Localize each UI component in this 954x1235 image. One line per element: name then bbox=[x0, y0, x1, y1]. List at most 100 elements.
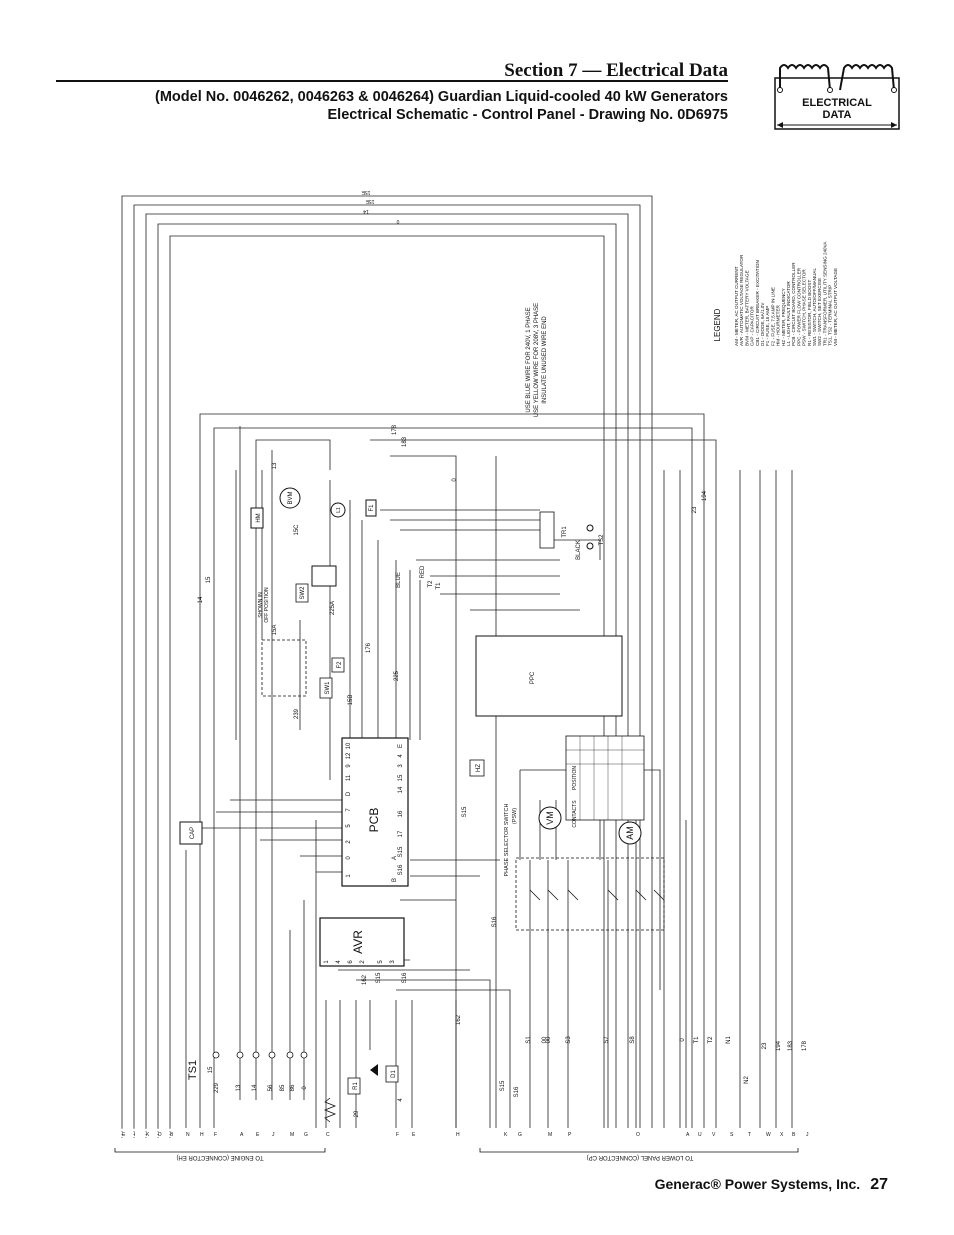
top-label-6: 23 bbox=[692, 506, 698, 513]
cp-wire-s16: S16 bbox=[514, 1086, 520, 1097]
wire-label-183: 183 bbox=[402, 436, 408, 447]
pcb-pin-14: 14 bbox=[398, 786, 404, 793]
pcb-pin-b: B bbox=[392, 878, 398, 882]
cap-label: CAP bbox=[190, 827, 196, 839]
legend-entry: AVR - AUTOMATIC VOLTAGE REGULATOR bbox=[739, 254, 744, 346]
logo-line-1: ELECTRICAL bbox=[802, 97, 872, 109]
pcb-pin-15: 15 bbox=[398, 774, 404, 781]
wire-label-4: 4 bbox=[398, 1098, 404, 1102]
wire-label-176: 176 bbox=[366, 642, 372, 653]
legend-entry: HM - HOURMETER bbox=[776, 304, 781, 346]
eh-pin-3: K bbox=[146, 1132, 150, 1138]
f2-label: F2 bbox=[337, 661, 343, 669]
eh-pin-7: H bbox=[200, 1132, 204, 1138]
ts1-wire-85: 85 bbox=[280, 1084, 286, 1091]
cp-pin-14: B bbox=[792, 1132, 796, 1138]
avr-label: AVR bbox=[351, 930, 365, 954]
pcb-pin-5: 5 bbox=[346, 824, 352, 828]
ts1-wire-56: 56 bbox=[268, 1084, 274, 1091]
cp-wire-00: 00 bbox=[546, 1036, 552, 1043]
vm-label: VM bbox=[545, 811, 555, 825]
avr-pin-3: 3 bbox=[390, 960, 396, 964]
wire-note-1: USE BLUE WIRE FOR 240V, 1 PHASE bbox=[526, 307, 532, 412]
cp-wire-s3: S3 bbox=[566, 1036, 572, 1044]
wire-label-15c: 15C bbox=[294, 524, 300, 536]
cp-pin-8: U bbox=[698, 1132, 702, 1138]
cp-pin-2: K bbox=[504, 1132, 508, 1138]
legend-entry: PPC - POWER FLOW CONTROLLER bbox=[796, 267, 801, 346]
section-title: Section 7 — Electrical Data bbox=[504, 60, 728, 81]
avr-pin-1: 1 bbox=[324, 960, 330, 964]
top-label-3: 14 bbox=[363, 208, 369, 214]
eh-pin-16: E bbox=[412, 1132, 416, 1138]
pcb-pin-4: 4 bbox=[398, 754, 404, 758]
legend-entry: HZ - METER, FREQUENCY bbox=[781, 288, 786, 346]
avr-pin-5: 5 bbox=[378, 960, 384, 964]
cp-pin-3: G bbox=[518, 1132, 522, 1138]
header-rule bbox=[56, 80, 728, 82]
sw2-note-1: SHOWN IN bbox=[258, 592, 264, 618]
eh-pin-15: F bbox=[396, 1132, 399, 1138]
legend-entry: BVM - METER, BATTERY VOLTAGE bbox=[744, 270, 749, 346]
legend-entry: D1 - DIODE, 6A/1.0V bbox=[760, 302, 765, 346]
wire-label-29: 29 bbox=[354, 1110, 360, 1117]
cp-wire-183: 183 bbox=[788, 1040, 794, 1051]
eh-pin-14: C bbox=[326, 1132, 330, 1138]
avr-pin-s15: S15 bbox=[376, 972, 382, 983]
cp-wire-t2: T2 bbox=[708, 1036, 714, 1044]
eh-pin-1: E bbox=[122, 1132, 126, 1138]
legend-entry: CAP - CAPACITOR bbox=[750, 305, 755, 346]
f1-label: F1 bbox=[369, 504, 375, 512]
wire-label-red: RED bbox=[420, 565, 426, 578]
wire-label-t2: T2 bbox=[428, 580, 434, 588]
pcb-pin-7: 7 bbox=[346, 808, 352, 812]
wire-label-blue: BLUE bbox=[396, 572, 402, 588]
avr-pin-6: 6 bbox=[348, 960, 354, 964]
top-label-4: 0 bbox=[396, 218, 399, 224]
r1-label: R1 bbox=[353, 1082, 359, 1090]
cp-pin-1: H bbox=[456, 1132, 460, 1138]
legend-entry: SW2 - SWITCH, SET EXERCISE bbox=[817, 278, 822, 346]
electrical-data-logo: ELECTRICAL DATA bbox=[774, 64, 900, 130]
pcb-pin-s16: S16 bbox=[398, 864, 404, 875]
cp-pin-4: M bbox=[548, 1132, 552, 1138]
legend-entry: SW1 - SWITCH, AUTO/OFF/MANUAL bbox=[812, 268, 817, 346]
ts2-label: TS2 bbox=[599, 534, 605, 546]
logo-line-2: DATA bbox=[823, 109, 852, 121]
subtitle-line-2: Electrical Schematic - Control Panel - D… bbox=[327, 107, 729, 123]
sw2-note-2: OFF POSITION bbox=[264, 587, 270, 623]
ts1-wire-229: 229 bbox=[214, 1082, 220, 1093]
cp-pin-7: A bbox=[686, 1132, 690, 1138]
wire-label-225a: 225A bbox=[330, 601, 336, 615]
wire-label-t1: T1 bbox=[436, 582, 442, 590]
wire-label-14: 14 bbox=[198, 596, 204, 603]
position-table-label: POSITION bbox=[572, 766, 578, 790]
page-footer: Generac® Power Systems, Inc.27 bbox=[655, 1176, 888, 1194]
eh-pin-12: M bbox=[290, 1132, 294, 1138]
cp-wire-0: 0 bbox=[680, 1038, 686, 1042]
cp-wire-n2: N2 bbox=[744, 1076, 750, 1084]
ts1-wire-13: 13 bbox=[236, 1084, 242, 1091]
d1-label: D1 bbox=[391, 1070, 397, 1078]
eh-pin-2: I bbox=[134, 1132, 135, 1138]
am-label: AM bbox=[625, 826, 635, 840]
legend-entry: AM - METER, AC OUTPUT CURRENT bbox=[734, 266, 739, 346]
pcb-pin-3: 3 bbox=[398, 764, 404, 768]
legend-entry: L1 - LIGHT, FAULT INDICATOR bbox=[786, 281, 791, 346]
cp-wire-s15: S15 bbox=[500, 1080, 506, 1091]
eh-pin-9: A bbox=[240, 1132, 244, 1138]
cp-pin-11: T bbox=[748, 1132, 751, 1138]
footer-company: Generac® Power Systems, Inc. bbox=[654, 1176, 861, 1192]
psw-label: (PSW) bbox=[512, 808, 518, 824]
legend-entry: F2 - FUSE, 7.5 AMP IN LINE bbox=[770, 287, 775, 346]
ts1-wire-14: 14 bbox=[252, 1084, 258, 1091]
pcb-pin-a: A bbox=[392, 856, 398, 860]
to-lower-panel-label: TO LOWER PANEL (CONNECTOR CP) bbox=[587, 1154, 694, 1160]
tr1-label: TR1 bbox=[562, 526, 568, 538]
phase-selector-label: PHASE SELECTOR SWITCH bbox=[504, 804, 510, 877]
eh-pin-6: N bbox=[186, 1132, 190, 1138]
pcb-pin-0: 0 bbox=[346, 856, 352, 860]
hz-label: HZ bbox=[476, 764, 482, 772]
pcb-label: PCB bbox=[367, 808, 381, 833]
